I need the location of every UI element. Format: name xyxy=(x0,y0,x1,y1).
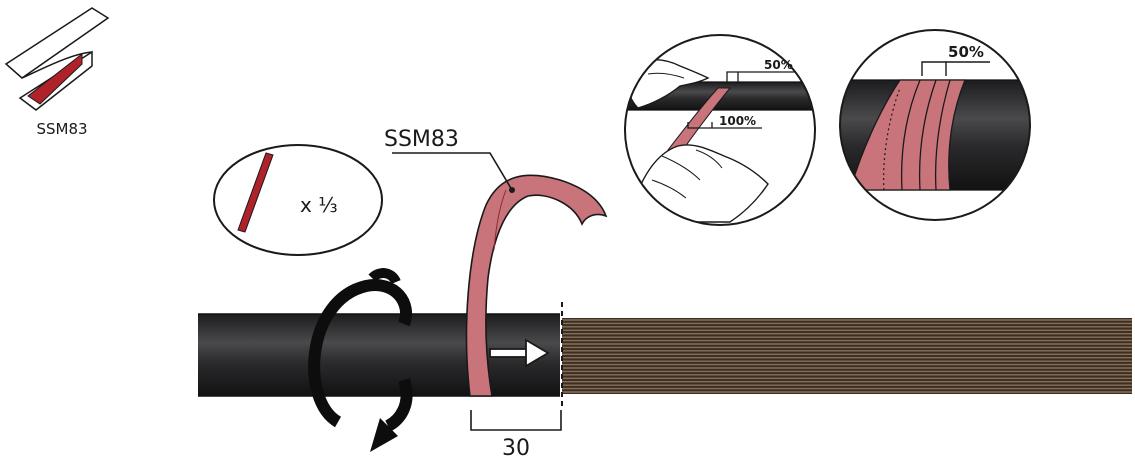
rotation-arrow-icon xyxy=(308,268,413,452)
inset-overlap-50-label: 50% xyxy=(764,58,793,72)
exposed-wires xyxy=(562,318,1132,394)
slide-direction-arrow-icon xyxy=(489,338,550,368)
tape-leader-line xyxy=(392,152,513,191)
overlap-wrap-inset xyxy=(839,29,1031,221)
inset-overlap-100-label: 100% xyxy=(719,114,756,128)
upper-hand-icon xyxy=(626,59,710,109)
tape-package-icon xyxy=(4,7,110,111)
lower-hand-icon xyxy=(635,144,769,223)
hands-application-inset xyxy=(624,34,816,226)
dimension-bracket xyxy=(470,410,562,431)
tape-strip xyxy=(465,174,608,397)
cut-fraction-label: x ⅓ xyxy=(300,193,338,217)
dimension-label: 30 xyxy=(502,436,530,461)
wrapped-tape-turns xyxy=(849,79,966,191)
cut-strip-callout: x ⅓ xyxy=(213,144,383,256)
small-product-label: SSM83 xyxy=(36,120,87,138)
main-product-label: SSM83 xyxy=(384,127,459,152)
wrap-overlap-label: 50% xyxy=(948,43,984,61)
